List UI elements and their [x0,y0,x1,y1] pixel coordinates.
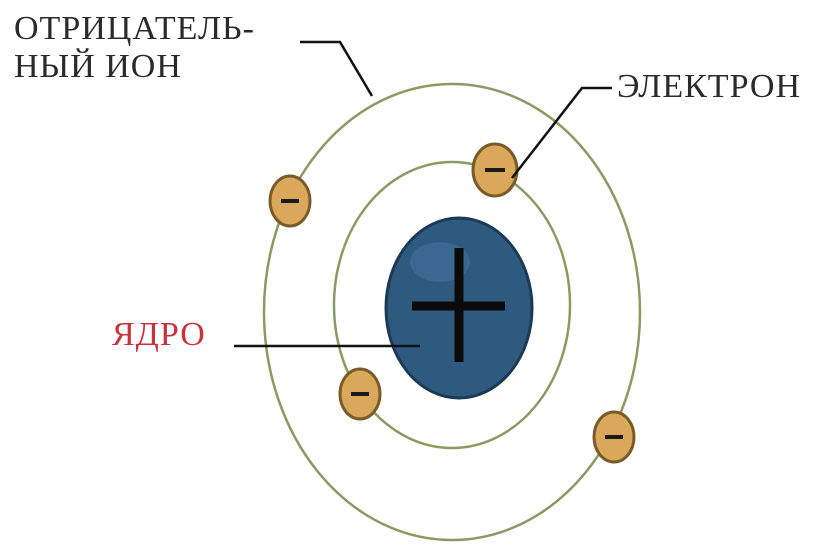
electron-icon [340,369,380,419]
electron-icon [270,176,310,226]
nucleus-icon [386,218,532,398]
electron-icon [473,144,517,196]
electron-icon [594,412,634,462]
electron-leader-line [512,88,612,178]
negative-ion-label: ОТРИЦАТЕЛЬ- НЫЙ ИОН [14,10,255,86]
negative-ion-label-line1: ОТРИЦАТЕЛЬ- [14,10,255,48]
negative-ion-label-line2: НЫЙ ИОН [14,48,255,86]
electron-label: ЭЛЕКТРОН [617,68,801,106]
nucleus-label: ЯДРО [112,316,206,354]
negative-ion-leader-line [300,42,372,96]
